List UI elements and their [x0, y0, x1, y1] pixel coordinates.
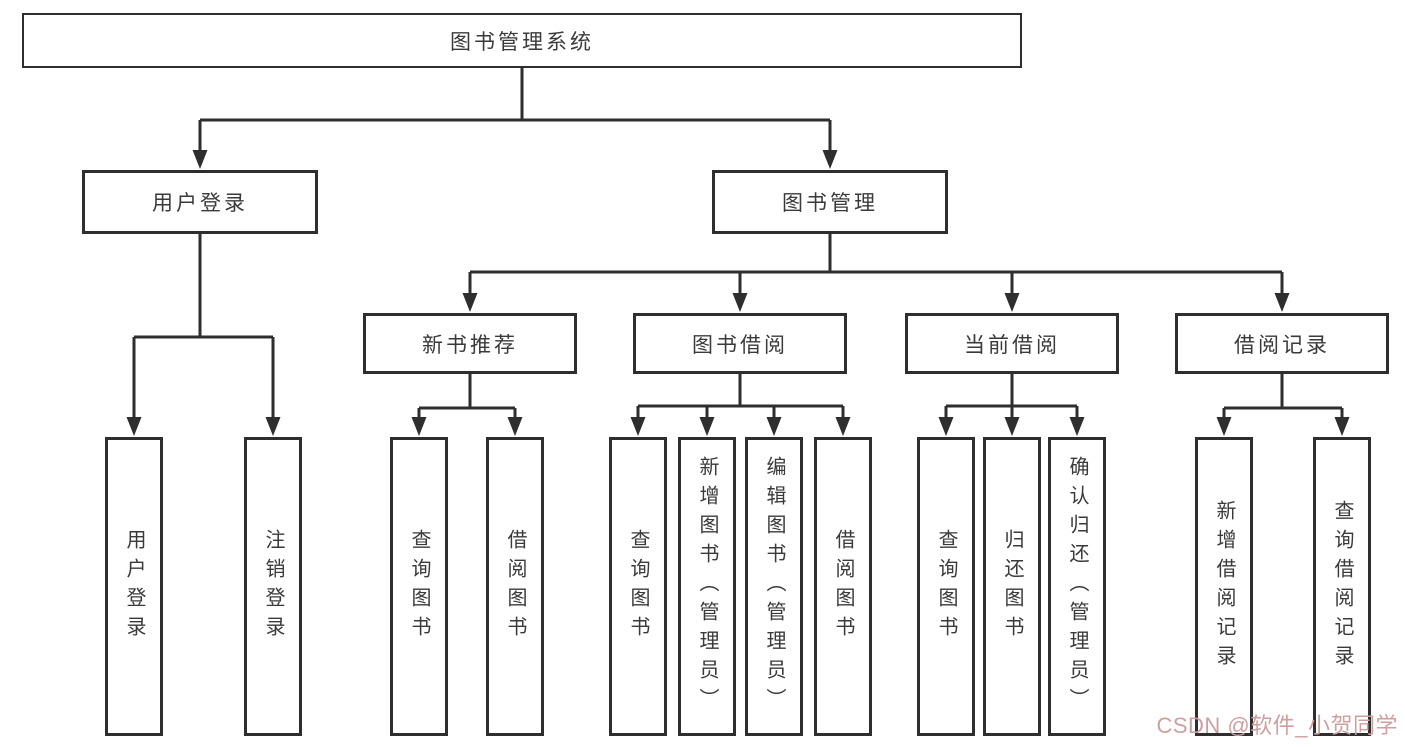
leaf-cb-query-books: 查询图书: [917, 437, 975, 736]
node-label: 借阅图书: [832, 528, 854, 645]
connector-current-borrow: [944, 374, 1079, 421]
node-user-login: 用户登录: [82, 170, 318, 234]
connector-borrow-records: [1222, 374, 1344, 421]
leaf-nbr-borrow-books: 借阅图书: [486, 437, 544, 736]
leaf-user-login: 用户登录: [105, 437, 163, 736]
leaf-bb-add-books-admin: 新增图书（管理员）: [678, 437, 736, 736]
node-label: 归还图书: [1001, 528, 1023, 645]
leaf-bb-edit-books-admin: 编辑图书（管理员）: [745, 437, 803, 736]
connector-book-borrow: [636, 374, 845, 421]
node-borrow-records: 借阅记录: [1175, 313, 1389, 374]
node-label: 新增借阅记录: [1213, 499, 1235, 674]
node-book-borrow: 图书借阅: [633, 313, 847, 374]
node-label: 图书管理: [782, 192, 878, 215]
node-label: 用户登录: [123, 528, 145, 645]
node-label: 查询图书: [935, 528, 957, 645]
leaf-cb-return-books: 归还图书: [983, 437, 1041, 736]
node-label: 查询借阅记录: [1331, 499, 1353, 674]
arrowheads: [126, 150, 1350, 436]
leaf-bb-query-books: 查询图书: [609, 437, 667, 736]
node-label: 借阅记录: [1234, 333, 1330, 357]
node-current-borrow: 当前借阅: [905, 313, 1119, 374]
node-label: 编辑图书（管理员）: [763, 456, 785, 717]
node-new-book-recommend: 新书推荐: [363, 313, 577, 374]
node-label: 查询图书: [408, 528, 430, 645]
connector-new-book-recommend: [417, 374, 517, 421]
node-label: 查询图书: [627, 528, 649, 645]
node-label: 新书推荐: [422, 333, 518, 357]
leaf-cb-confirm-return-admin: 确认归还（管理员）: [1048, 437, 1106, 736]
node-label: 图书借阅: [692, 333, 788, 357]
connector-root: [198, 68, 832, 152]
node-label: 注销登录: [262, 528, 284, 645]
node-label: 借阅图书: [504, 528, 526, 645]
node-label: 新增图书（管理员）: [696, 456, 718, 717]
leaf-br-query-record: 查询借阅记录: [1313, 437, 1371, 736]
leaf-br-add-record: 新增借阅记录: [1195, 437, 1253, 736]
node-book-management: 图书管理: [712, 170, 948, 234]
leaf-logout: 注销登录: [244, 437, 302, 736]
node-label: 当前借阅: [964, 333, 1060, 357]
node-label: 用户登录: [152, 192, 248, 215]
node-label: 图书管理系统: [450, 30, 594, 54]
node-root: 图书管理系统: [22, 13, 1022, 68]
connector-user-login: [132, 234, 275, 419]
connector-book-management: [468, 234, 1284, 295]
watermark: CSDN @软件_小贺同学: [1156, 713, 1398, 738]
leaf-bb-borrow-books: 借阅图书: [814, 437, 872, 736]
leaf-nbr-query-books: 查询图书: [390, 437, 448, 736]
node-label: 确认归还（管理员）: [1066, 456, 1088, 717]
